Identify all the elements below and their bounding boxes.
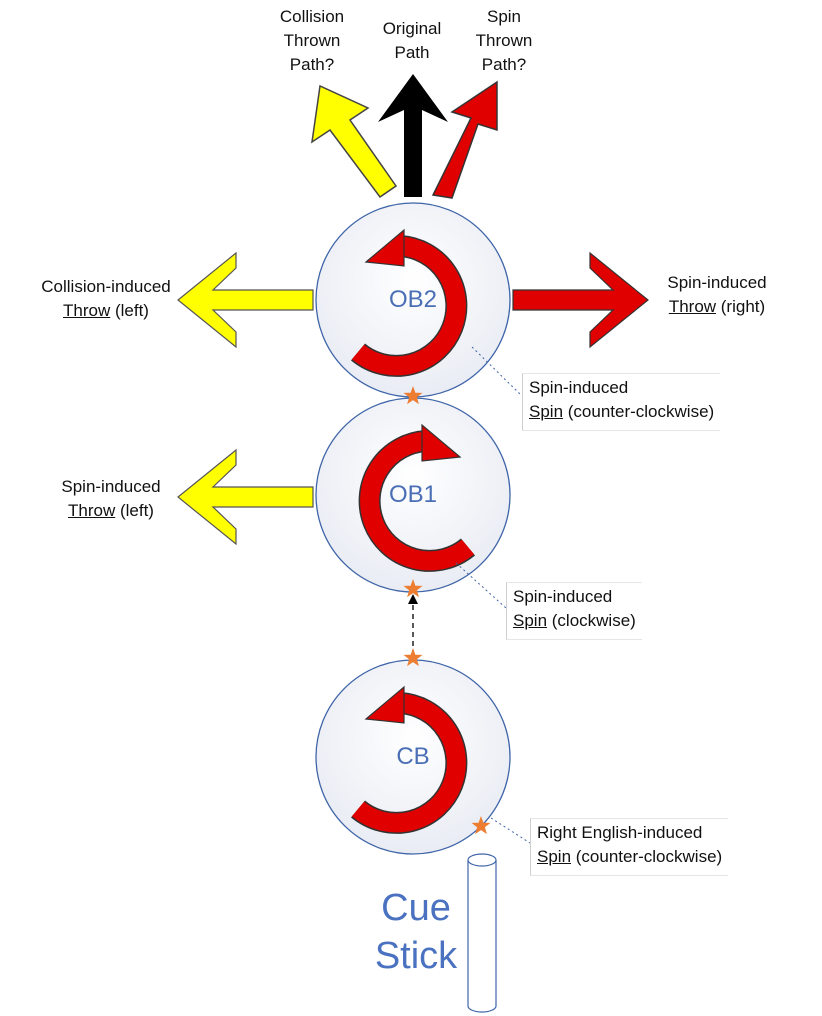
- label-line: Spin: [486, 7, 522, 26]
- ob1-spin-arrow: [358, 423, 476, 572]
- spin-throw-left-label: Spin-induced Throw (left): [46, 475, 176, 523]
- star-ob2-ob1-contact: [403, 386, 423, 405]
- label-line: Path?: [289, 55, 335, 74]
- label-line: Throw (right): [652, 295, 782, 319]
- callout-cb-leader: [490, 817, 531, 844]
- collision-thrown-path-arrow: [311, 84, 398, 199]
- underlined-term: Throw: [668, 297, 717, 316]
- callout-ob2-spin: Spin-induced Spin (counter-clockwise): [522, 373, 721, 431]
- underlined-term: Spin: [537, 847, 572, 866]
- label-suffix: (clockwise): [547, 611, 636, 630]
- label-line: Original: [382, 19, 442, 38]
- label-line: Spin (counter-clockwise): [537, 845, 722, 869]
- cb-travel-arrowhead: [408, 594, 418, 604]
- label-line: Stick: [374, 935, 458, 977]
- label-line: Thrown: [283, 31, 341, 50]
- label-line: Thrown: [475, 31, 533, 50]
- collision-thrown-path-label: Collision Thrown Path?: [262, 5, 362, 77]
- label-suffix: (left): [115, 501, 154, 520]
- spin-throw-right-label: Spin-induced Throw (right): [652, 271, 782, 319]
- label-line: Path: [394, 43, 430, 62]
- star-ob1-contact: [403, 579, 423, 598]
- label-line: Right English-induced: [537, 823, 703, 842]
- label-line: Cue: [381, 887, 451, 929]
- spin-throw-left-arrow: [177, 448, 314, 546]
- star-cue-contact: [471, 816, 491, 835]
- star-cb-contact: [403, 648, 423, 667]
- label-suffix: (counter-clockwise): [571, 847, 723, 866]
- ob2-label: OB2: [388, 286, 438, 313]
- label-line: Throw (left): [46, 499, 176, 523]
- callout-ob2-leader: [471, 346, 523, 397]
- original-path-label: Original Path: [362, 17, 462, 65]
- label-line: Spin-induced: [513, 587, 613, 606]
- callout-ob1-leader: [455, 562, 507, 609]
- label-line: Collision-induced: [41, 277, 171, 296]
- label-line: Throw (left): [20, 299, 192, 323]
- label-line: Spin-induced: [529, 378, 629, 397]
- underlined-term: Throw: [63, 301, 111, 320]
- callout-ob1-spin: Spin-induced Spin (clockwise): [506, 582, 642, 640]
- label-line: Spin (clockwise): [513, 609, 636, 633]
- spin-throw-right-arrow: [512, 251, 649, 349]
- ob2-spin-arrow: [350, 228, 468, 377]
- ob1-label: OB1: [388, 481, 438, 508]
- original-path-arrow: [378, 74, 448, 197]
- spin-thrown-path-arrow: [431, 80, 498, 199]
- label-suffix: (right): [716, 297, 766, 316]
- label-line: Path?: [481, 55, 527, 74]
- label-line: Spin-induced: [61, 477, 161, 496]
- label-line: Collision: [279, 7, 345, 26]
- cb-label: CB: [396, 743, 430, 770]
- underlined-term: Spin: [513, 611, 548, 630]
- cue-stick: [467, 853, 497, 1013]
- label-suffix: (left): [110, 301, 149, 320]
- collision-throw-left-label: Collision-induced Throw (left): [20, 275, 192, 323]
- callout-cb-spin: Right English-induced Spin (counter-cloc…: [530, 818, 729, 876]
- label-line: Spin (counter-clockwise): [529, 400, 714, 424]
- collision-throw-left-arrow: [177, 251, 314, 349]
- label-line: Spin-induced: [667, 273, 767, 292]
- underlined-term: Throw: [68, 501, 116, 520]
- cb-spin-arrow: [350, 685, 468, 834]
- contact-stars: [403, 386, 491, 835]
- underlined-term: Spin: [529, 402, 564, 421]
- cue-stick-label: Cue Stick: [356, 884, 476, 980]
- label-suffix: (counter-clockwise): [563, 402, 715, 421]
- spin-thrown-path-label: Spin Thrown Path?: [454, 5, 554, 77]
